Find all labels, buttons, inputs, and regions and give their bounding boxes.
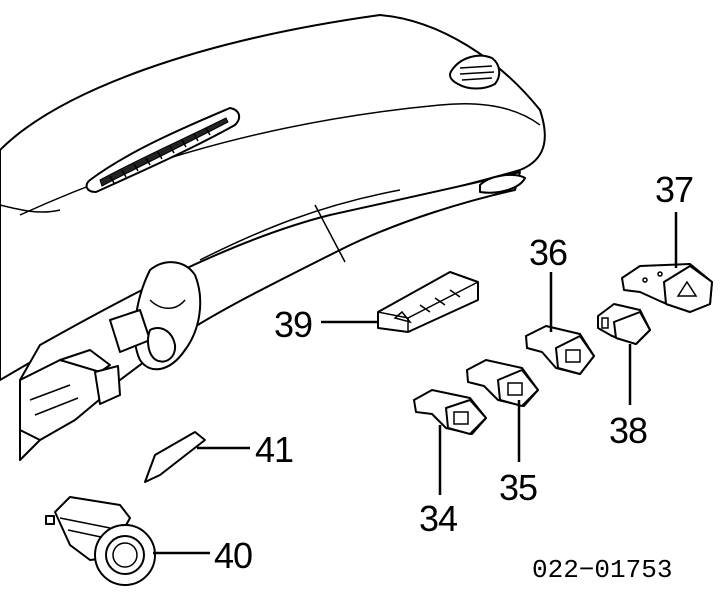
part-39-switch-panel <box>377 271 479 333</box>
part-34-switch <box>413 389 487 435</box>
center-vent <box>85 107 241 193</box>
callout-41: 41 <box>255 429 293 470</box>
dashboard-assembly <box>0 14 546 461</box>
callout-40: 40 <box>214 535 252 576</box>
part-35-switch <box>466 359 539 407</box>
diagram-code: 022−01753 <box>532 555 672 585</box>
callout-38: 38 <box>609 410 647 451</box>
part-40-socket <box>45 496 156 586</box>
callout-37: 37 <box>655 169 693 210</box>
callout-39: 39 <box>274 304 312 345</box>
callout-36: 36 <box>529 232 567 273</box>
callout-35: 35 <box>499 467 537 508</box>
part-41-cover <box>144 431 206 483</box>
side-vent <box>449 54 501 90</box>
part-37-hazard-switch <box>621 263 713 313</box>
steering-column <box>109 261 202 371</box>
callout-34: 34 <box>419 498 457 539</box>
lower-panel <box>19 349 121 441</box>
part-36-switch <box>525 325 595 375</box>
part-38-cover <box>597 303 651 345</box>
